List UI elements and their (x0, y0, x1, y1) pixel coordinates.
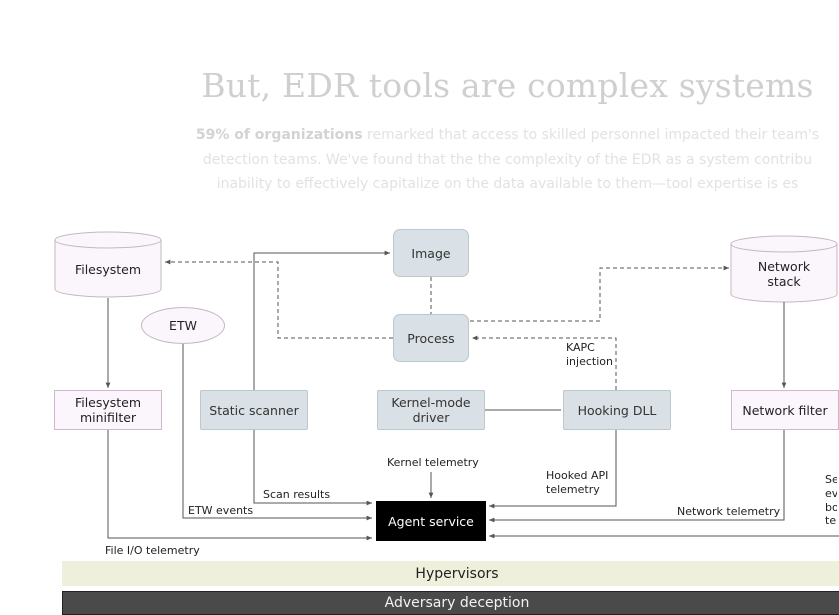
kernel-mode-driver-node: Kernel-mode driver (377, 390, 485, 430)
agent-service-node: Agent service (376, 501, 486, 541)
edge-hooked-api-telemetry (489, 430, 617, 509)
edge-scan-results (253, 430, 372, 506)
edge-scanner-image (253, 250, 390, 390)
hooking-dll-node: Hooking DLL (563, 390, 671, 430)
edge-file-io-telemetry (107, 430, 372, 541)
hooked-api-telemetry-label: Hooked API telemetry (546, 469, 609, 496)
network-filter-node: Network filter (731, 390, 839, 430)
etw-events-label: ETW events (188, 504, 254, 517)
intro-line-1-rest: remarked that access to skilled personne… (362, 127, 820, 143)
truncated-telemetry-label: Se ev bo tel (825, 473, 837, 528)
filesystem-datastore (54, 231, 162, 298)
hypervisors-band: Hypervisors (62, 561, 839, 586)
slide-heading: But, EDR tools are complex systems (201, 66, 814, 105)
file-io-telemetry-label: File I/O telemetry (105, 544, 200, 557)
edge-network-telemetry (489, 430, 785, 523)
kernel-telemetry-label: Kernel telemetry (387, 456, 479, 469)
intro-line-3: inability to effectively capitalize on t… (216, 176, 799, 192)
intro-line-1: 59% of organizations remarked that acces… (0, 127, 839, 143)
intro-line-2: detection teams. We've found that the th… (202, 152, 813, 168)
static-scanner-node: Static scanner (200, 390, 308, 430)
edge-kapc-injection (472, 335, 617, 390)
intro-stat: 59% of organizations (195, 127, 363, 143)
network-telemetry-label: Network telemetry (677, 505, 781, 518)
edge-process-network-stack (470, 265, 729, 322)
edge-process-filesystem (165, 259, 393, 339)
edge-etw-events (182, 343, 372, 521)
filesystem-minifilter-node: Filesystem minifilter (54, 390, 162, 430)
scan-results-label: Scan results (263, 488, 331, 501)
kapc-injection-label: KAPC injection (566, 341, 613, 368)
etw-node: ETW (141, 307, 225, 344)
network-stack-node: Network stack (757, 259, 811, 289)
process-node: Process (393, 314, 469, 362)
filesystem-node: Filesystem (74, 261, 142, 277)
image-node: Image (393, 229, 469, 277)
adversary-deception-band: Adversary deception (62, 591, 839, 615)
